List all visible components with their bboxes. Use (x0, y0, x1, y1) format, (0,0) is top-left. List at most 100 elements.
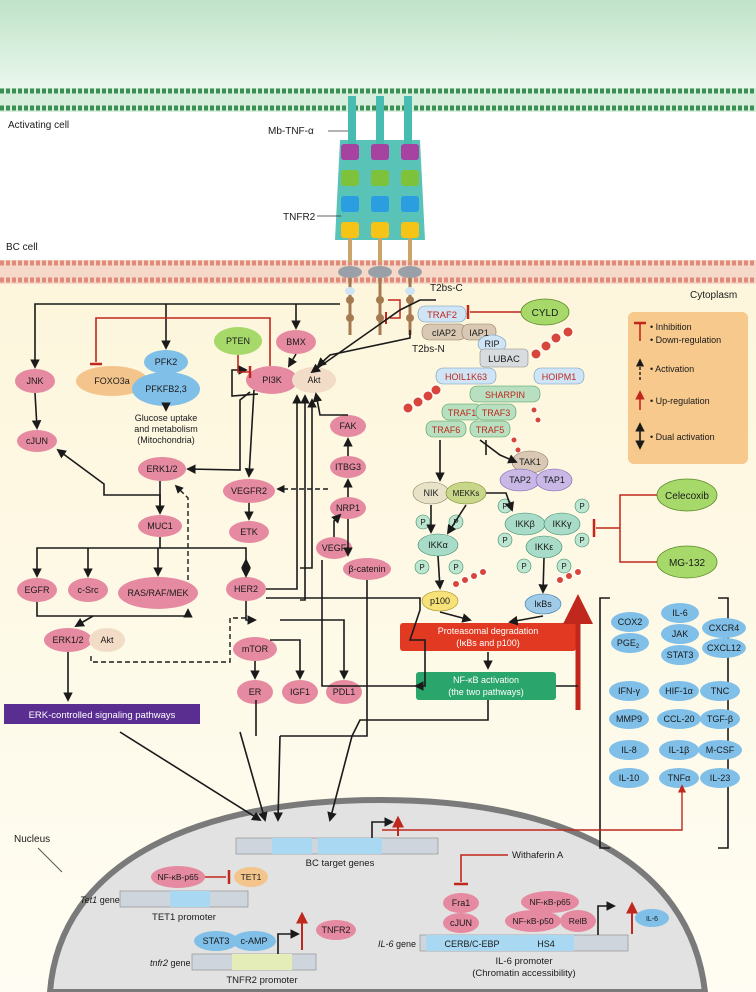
tet1-protein-node: TET1 (241, 872, 262, 882)
traf6-node: TRAF6 (432, 425, 461, 435)
cxcr4-node: CXCR4 (709, 623, 740, 633)
nfkb-activation-box (416, 672, 556, 700)
mcsf-node: M-CSF (706, 745, 735, 755)
tnfr2-gene-label: tnfr2 gene (150, 958, 191, 968)
legend-dual: • Dual activation (650, 432, 715, 442)
nfkb-cascade (412, 450, 581, 615)
il6-small-node: IL-6 (646, 916, 658, 923)
pge2-node: PGE2 (617, 638, 640, 650)
legend-activation: • Activation (650, 364, 694, 374)
cytoplasm-label: Cytoplasm (690, 290, 737, 301)
p100-node: p100 (430, 596, 450, 606)
activating-cell-region (0, 0, 756, 95)
traf1-node: TRAF1 (448, 408, 477, 418)
tnfr2-promoter-region (191, 911, 356, 971)
vegfr2-node: VEGFR2 (231, 486, 267, 496)
bc-target-genes-label: BC target genes (306, 858, 375, 869)
iap1-node: IAP1 (469, 328, 489, 338)
inhibition-arrows (95, 317, 271, 373)
ikk-epsilon-node: IKKε (535, 542, 554, 552)
cxcl12-node: CXCL12 (707, 643, 741, 653)
phosphate-label: P (579, 502, 584, 511)
legend-inhibition: • Inhibition (650, 322, 692, 332)
cjun-nuclear-node: cJUN (450, 918, 472, 928)
sharpin-node: SHARPIN (485, 390, 525, 400)
signaling-node-shapes (15, 327, 391, 704)
phosphate-label: P (502, 536, 507, 545)
foxo3a-node: FOXO3a (94, 376, 130, 386)
erk12-lower-node: ERK1/2 (52, 635, 83, 645)
hs4-node: HS4 (537, 939, 555, 949)
glucose-label-3: (Mitochondria) (137, 435, 195, 445)
camp-node: c-AMP (241, 936, 268, 946)
traf3-node: TRAF3 (482, 408, 511, 418)
il6-nfkb-p65-node: NF-κB-p65 (529, 897, 570, 907)
tap1-node: TAP1 (543, 475, 565, 485)
t2bs-c-label: T2bs-C (430, 283, 463, 294)
cox2-node: COX2 (618, 617, 643, 627)
tnfr2-label: TNFR2 (283, 212, 316, 223)
akt-node: Akt (307, 375, 321, 385)
erk-pathways-box (4, 704, 200, 724)
traf-complex (417, 305, 585, 438)
il8-node: IL-8 (621, 745, 637, 755)
nik-node: NIK (423, 488, 438, 498)
ikk-beta-node: IKKβ (515, 519, 535, 529)
activating-cell-label: Activating cell (8, 120, 69, 131)
tnc-node: TNC (711, 686, 730, 696)
ccl20-node: CCL-20 (663, 714, 694, 724)
hif1a-node: HIF-1α (665, 686, 693, 696)
nrp1-node: NRP1 (336, 503, 360, 513)
cytokine-shapes (609, 603, 746, 788)
phosphate-label: P (453, 518, 458, 527)
ifn-gamma-node: IFN-γ (618, 686, 640, 696)
legend-downregulation: • Down-regulation (650, 335, 721, 345)
il10-node: IL-10 (619, 773, 640, 783)
mtor-node: mTOR (242, 644, 269, 654)
pten-node: PTEN (226, 336, 250, 346)
pfkfb23-node: PFKFB2,3 (145, 384, 187, 394)
ikk-gamma-node: IKKγ (552, 519, 572, 529)
glucose-label-1: Glucose uptake (135, 413, 198, 423)
withaferin-a-label: Withaferin A (512, 850, 564, 861)
il6-promoter-label-2: (Chromatin accessibility) (472, 968, 575, 979)
fak-node: FAK (339, 421, 356, 431)
nucleus-label: Nucleus (14, 834, 50, 845)
cyld-node: CYLD (532, 308, 559, 319)
mb-tnf-alpha-trimer (335, 96, 425, 240)
pdl1-node: PDL1 (333, 687, 356, 697)
degradation-line2: (IκBs and p100) (456, 638, 520, 648)
celecoxib-node: Celecoxib (665, 491, 709, 502)
vegf-node: VEGF (322, 543, 347, 553)
phosphate-label: P (453, 563, 458, 572)
legend-symbols (634, 321, 646, 450)
il6-promoter-region (419, 891, 669, 952)
er-node: ER (249, 687, 262, 697)
tnfr2-product-node: TNFR2 (322, 925, 351, 935)
pi3k-node: PI3K (262, 375, 282, 385)
etk-node: ETK (240, 527, 258, 537)
il6-gene-label: IL-6 gene (378, 939, 416, 949)
phosphate-label: P (420, 518, 425, 527)
traf2-node: TRAF2 (427, 310, 457, 321)
her2-node: HER2 (234, 584, 258, 594)
traf5-node: TRAF5 (476, 425, 505, 435)
tet1-nfkb-p65-node: NF-κB-p65 (157, 872, 198, 882)
activation-line1: NF-κB activation (453, 675, 519, 685)
il1b-node: IL-1β (669, 745, 690, 755)
tet1-promoter-region (119, 866, 268, 908)
ras-raf-mek-node: RAS/RAF/MEK (127, 588, 188, 598)
relb-node: RelB (569, 916, 588, 926)
lubac-node: LUBAC (488, 354, 520, 365)
tnfr2-promoter-label: TNFR2 promoter (226, 975, 297, 986)
degradation-line1: Proteasomal degradation (438, 626, 539, 636)
tet1-gene-label: Tet1 gene (80, 895, 120, 905)
jak-node: JAK (672, 629, 689, 639)
phosphate-label: P (521, 562, 526, 571)
itbg3-node: ITBG3 (335, 462, 361, 472)
tak1-node: TAK1 (519, 457, 541, 467)
erk12-node: ERK1/2 (146, 464, 177, 474)
il6-promoter-label-1: IL-6 promoter (495, 956, 552, 967)
phosphate-label: P (502, 502, 507, 511)
